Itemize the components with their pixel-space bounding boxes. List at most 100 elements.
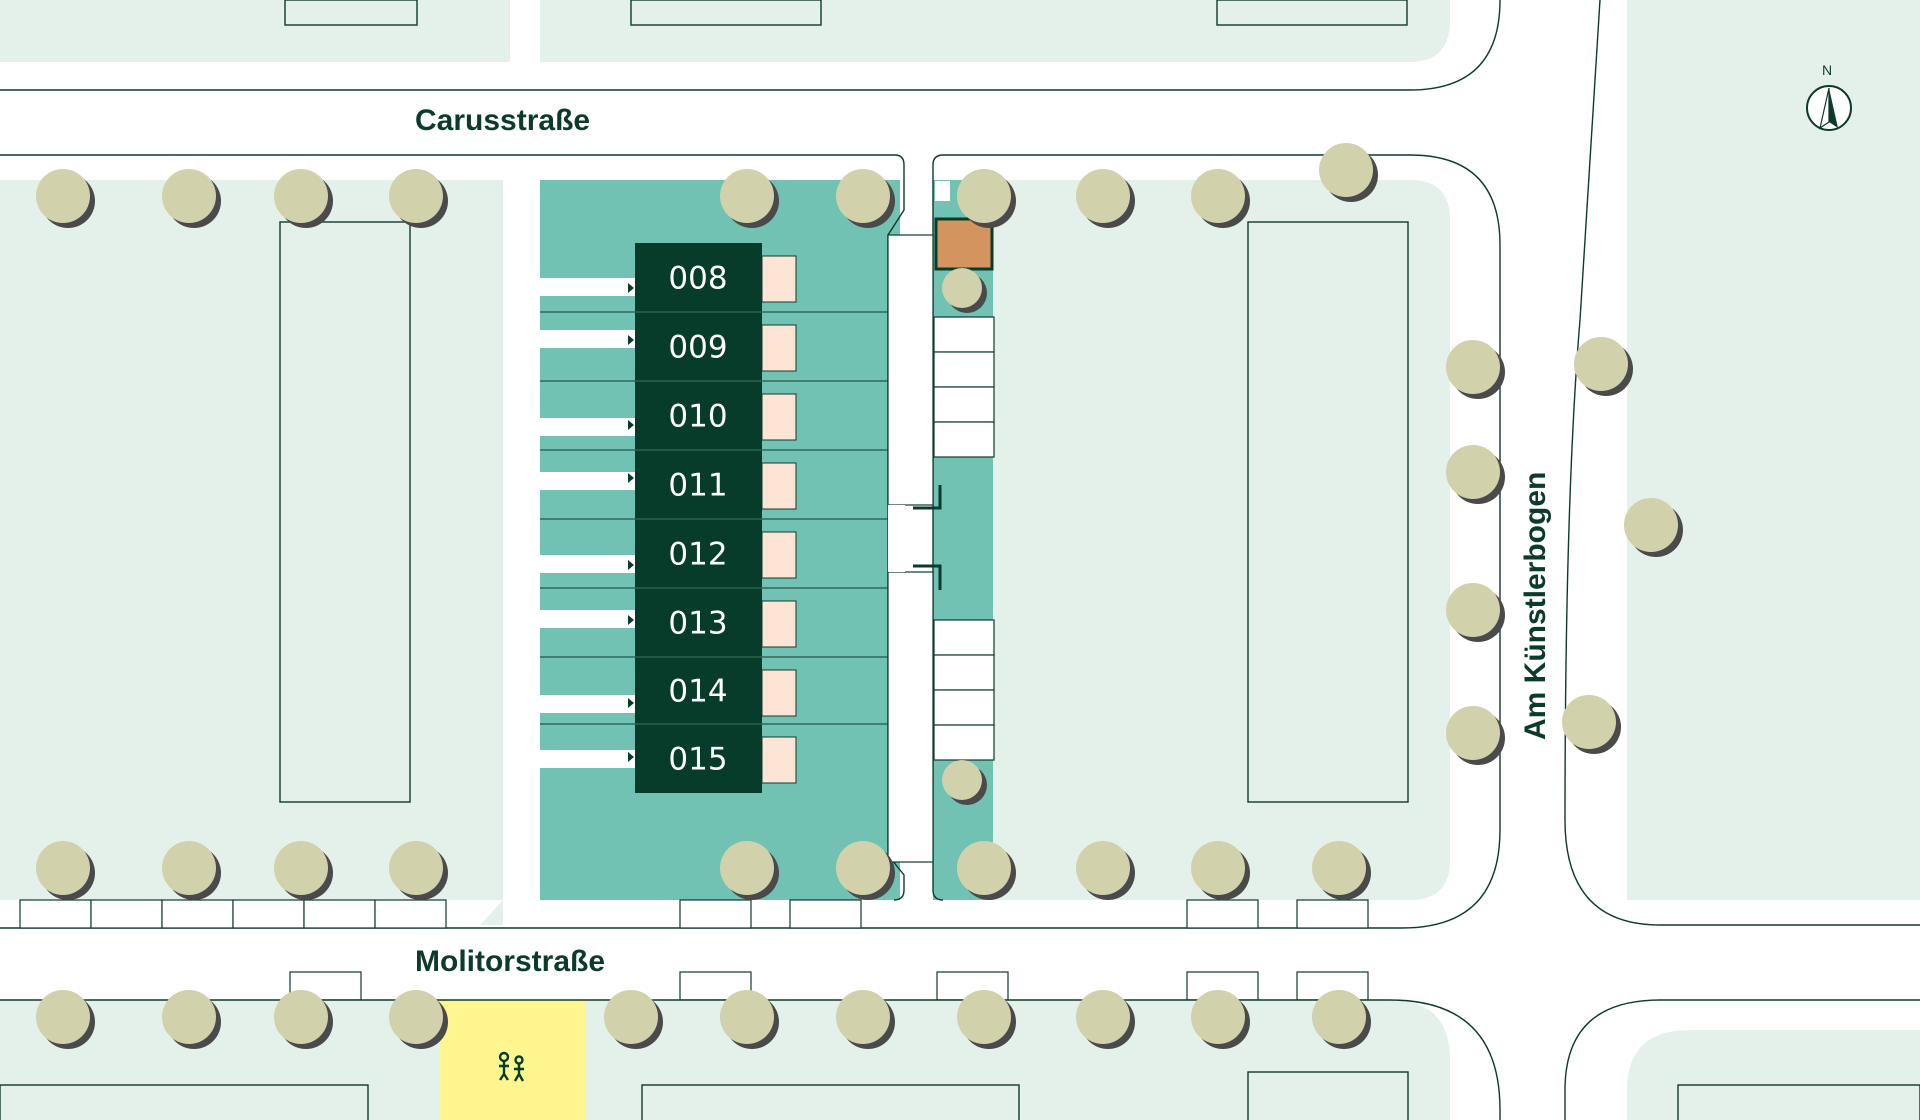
unit-label: 014 (668, 674, 727, 710)
unit-block[interactable] (635, 450, 762, 519)
tree-icon (836, 990, 895, 1049)
tree-icon (36, 841, 95, 900)
unit-block[interactable] (635, 588, 762, 657)
unit-label: 013 (668, 606, 727, 642)
tree-icon (1191, 990, 1250, 1049)
tree-icon (1191, 169, 1250, 228)
street-label-am-kuenstlerbogen: Am Künstlerbogen (1519, 472, 1552, 740)
tree-icon (162, 841, 221, 900)
tree-icon (389, 990, 448, 1049)
entrance-arrow-icon (628, 473, 634, 483)
unit-annex (761, 669, 797, 717)
unit-block[interactable] (635, 312, 762, 381)
building-outline (279, 221, 411, 803)
entrance-arrow-icon (628, 420, 634, 430)
playground-icon (498, 1051, 525, 1082)
tree-icon (942, 760, 987, 805)
tree-icon (957, 841, 1016, 900)
street-label-molitorstrasse: Molitorstraße (415, 945, 605, 978)
east-block (1627, 0, 1920, 900)
tree-icon (1319, 143, 1378, 202)
storage-boxes (933, 316, 995, 761)
courtyard-edge (932, 154, 944, 901)
unit-label: 015 (668, 742, 727, 778)
unit-013[interactable]: 013 (628, 587, 797, 657)
tree-icon (1446, 706, 1505, 765)
tree-icon (1191, 841, 1250, 900)
tree-icon (1076, 169, 1135, 228)
tree-icon (1312, 990, 1371, 1049)
tree-icon (1624, 498, 1683, 557)
building-outline (1677, 1084, 1920, 1120)
unit-block[interactable] (635, 657, 762, 724)
entrance-markers (913, 485, 942, 590)
tree-icon (274, 990, 333, 1049)
footpath (887, 234, 934, 863)
tree-icon (36, 169, 95, 228)
unit-009[interactable]: 009 (628, 311, 797, 381)
unit-block[interactable] (635, 381, 762, 450)
tree-icon (957, 169, 1016, 228)
compass-north-label: N (1822, 62, 1832, 78)
unit-008[interactable]: 008 (628, 243, 797, 312)
tree-icon (1446, 340, 1505, 399)
tree-icon (720, 169, 779, 228)
tree-icon (162, 990, 221, 1049)
entrance-arrow-icon (628, 698, 634, 708)
unit-label: 008 (668, 261, 727, 297)
entrance-arrow-icon (628, 560, 634, 570)
tree-icon (1574, 337, 1633, 396)
tree-icon (957, 990, 1016, 1049)
building-outline (284, 0, 418, 26)
unit-014[interactable]: 014 (628, 656, 797, 724)
tree-icon (389, 169, 448, 228)
east-curb (1564, 0, 1920, 926)
tree-icon (1562, 695, 1621, 754)
street-curb (1564, 999, 1920, 1120)
tree-icon (1076, 841, 1135, 900)
special-unit (934, 217, 994, 271)
unit-label: 012 (668, 537, 727, 573)
unit-annex (761, 255, 797, 303)
unit-annex (761, 324, 797, 372)
entrance-arrow-icon (628, 335, 634, 345)
compass-icon (1806, 85, 1852, 131)
tree-icon (604, 990, 663, 1049)
east-middle-block (993, 180, 1450, 900)
tree-icon (1446, 583, 1505, 642)
tree-icon (942, 268, 987, 313)
unit-015[interactable]: 015 (628, 723, 797, 793)
building-outline (0, 1084, 369, 1120)
entrance-arrow-icon (628, 615, 634, 625)
tree-icon (389, 841, 448, 900)
tree-icon (1312, 841, 1371, 900)
parking-boxes (19, 899, 1369, 1001)
unit-012[interactable]: 012 (628, 518, 797, 588)
tree-icon (836, 841, 895, 900)
building-outline (1247, 221, 1409, 803)
tree-icon (1446, 445, 1505, 504)
street-curb (0, 154, 1501, 929)
unit-label: 009 (668, 330, 727, 366)
unit-annex (761, 393, 797, 441)
tree-icon (274, 169, 333, 228)
tree-icon (720, 990, 779, 1049)
unit-block[interactable] (635, 724, 762, 793)
unit-annex (761, 736, 797, 784)
unit-label: 010 (668, 399, 727, 435)
tree-icon (836, 169, 895, 228)
unit-block[interactable] (635, 519, 762, 588)
unit-annex (761, 531, 797, 579)
unit-011[interactable]: 011 (628, 449, 797, 519)
garden-paths (540, 278, 635, 768)
unit-annex (761, 600, 797, 648)
unit-block[interactable] (635, 243, 762, 312)
street-curb (0, 0, 1501, 91)
unit-010[interactable]: 010 (628, 380, 797, 450)
tree-icon (1076, 990, 1135, 1049)
building-outline (1247, 1071, 1409, 1120)
street-curb (0, 999, 1501, 1120)
units-group: 008 009 010 011 012 013 014 015 (628, 243, 797, 793)
tree-icon (36, 990, 95, 1049)
